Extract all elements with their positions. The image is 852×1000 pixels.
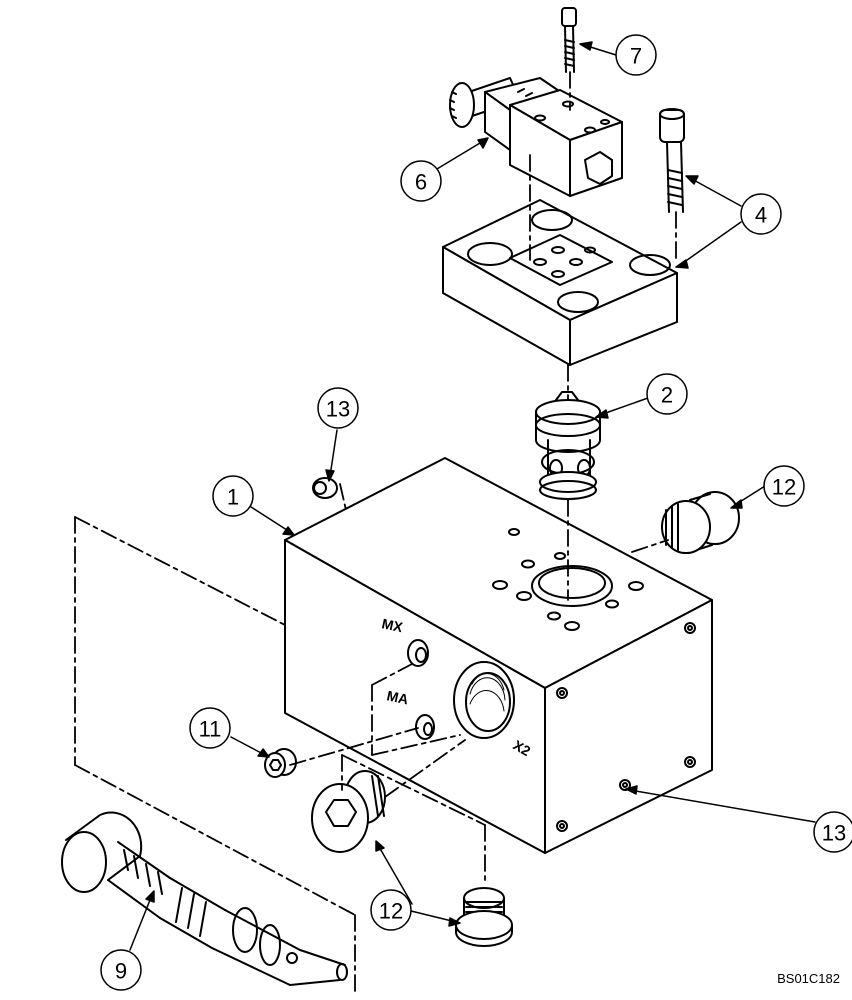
cartridge-valve <box>535 391 601 500</box>
figure-reference-code: BS01C182 <box>777 971 840 986</box>
plug-bottom <box>455 887 513 947</box>
plug-front <box>311 770 386 853</box>
callout-12-bottom: 12 <box>379 899 403 924</box>
callout-6: 6 <box>415 170 427 195</box>
plug-small-left <box>264 748 297 778</box>
callout-circle-11 <box>189 707 231 749</box>
solenoid-valve <box>449 77 623 197</box>
callout-circles <box>100 34 852 991</box>
callout-12-right: 12 <box>772 475 796 500</box>
leader-arrows <box>129 41 816 951</box>
phantom-lines <box>74 71 677 996</box>
callout-circle-12-right <box>763 465 805 507</box>
manifold-block <box>284 457 713 854</box>
plug-right <box>661 491 740 554</box>
callout-circle-4 <box>740 193 782 235</box>
callout-4: 4 <box>755 203 767 228</box>
port-label-mx: MX <box>380 615 405 635</box>
small-screw <box>561 7 577 73</box>
callout-13-top: 13 <box>326 397 350 422</box>
plug-small-top <box>312 477 338 499</box>
callout-9: 9 <box>115 959 127 984</box>
callout-circle-1 <box>212 475 254 517</box>
callout-11: 11 <box>199 717 222 742</box>
callout-2: 2 <box>661 383 673 408</box>
cap-screw <box>659 108 685 213</box>
relief-valve <box>61 811 348 986</box>
callout-circle-12-bottom <box>370 889 412 931</box>
callout-circle-13-top <box>317 387 359 429</box>
callout-13-right: 13 <box>822 821 846 846</box>
callout-circle-7 <box>615 34 657 76</box>
port-label-x2: X2 <box>511 737 534 760</box>
valve-base-block <box>442 199 678 366</box>
callout-circle-13-right <box>813 811 852 853</box>
callout-circle-2 <box>646 373 688 415</box>
port-label-ma: MA <box>385 687 410 707</box>
callout-circle-6 <box>400 160 442 202</box>
callout-1: 1 <box>227 485 239 510</box>
callout-7: 7 <box>630 44 642 69</box>
callout-circle-9 <box>100 949 142 991</box>
